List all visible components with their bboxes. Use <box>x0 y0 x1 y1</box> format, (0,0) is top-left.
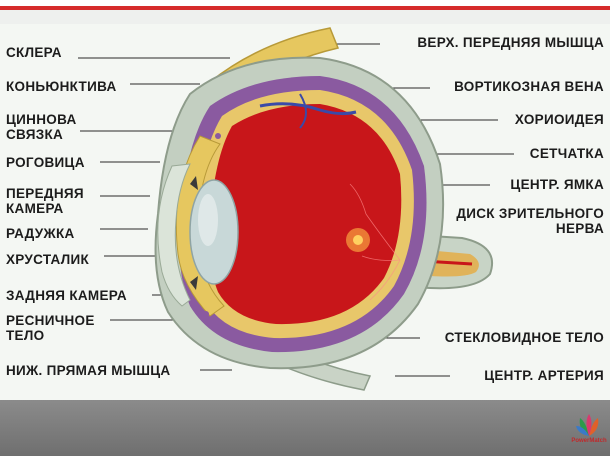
slide-top-strip <box>0 0 610 6</box>
label-conjunctiva: КОНЬЮНКТИВА <box>6 79 117 94</box>
label-sclera: СКЛЕРА <box>6 45 62 60</box>
label-optic-disc-2: НЕРВА <box>555 221 604 236</box>
label-ciliary-1: РЕСНИЧНОЕ <box>6 313 95 328</box>
label-zinn-2: СВЯЗКА <box>6 127 64 142</box>
cornea <box>157 163 191 307</box>
leader-lines-left <box>78 57 232 371</box>
label-anterior-chamber-2: КАМЕРА <box>6 201 64 216</box>
ciliary-body-dot <box>203 311 209 317</box>
eye-cross-section-illustration <box>78 27 514 391</box>
lens-highlight <box>198 194 218 246</box>
slide-footer-band <box>0 400 610 456</box>
label-cornea: РОГОВИЦА <box>6 155 85 170</box>
label-superior-rectus: ВЕРХ. ПЕРЕДНЯЯ МЫШЦА <box>417 35 604 50</box>
label-lens: ХРУСТАЛИК <box>6 252 90 267</box>
label-retina: СЕТЧАТКА <box>529 146 604 161</box>
slide-header-band <box>0 10 610 24</box>
label-choroid: ХОРИОИДЕЯ <box>514 112 604 127</box>
label-central-artery: ЦЕНТР. АРТЕРИЯ <box>484 368 604 383</box>
eye-anatomy-diagram: СКЛЕРА КОНЬЮНКТИВА ЦИННОВА СВЯЗКА РОГОВИ… <box>0 24 610 400</box>
label-zinn-1: ЦИННОВА <box>6 112 77 127</box>
retinal-vessels <box>349 183 401 301</box>
label-vitreous: СТЕКЛОВИДНОЕ ТЕЛО <box>444 330 604 345</box>
label-optic-disc-1: ДИСК ЗРИТЕЛЬНОГО <box>456 206 604 221</box>
slide-accent-bar <box>0 6 610 10</box>
label-vorticose-vein: ВОРТИКОЗНАЯ ВЕНА <box>454 79 604 94</box>
label-ciliary-2: ТЕЛО <box>6 328 45 343</box>
vorticose-vein-branch <box>299 93 307 129</box>
label-fovea: ЦЕНТР. ЯМКА <box>510 177 604 192</box>
powermatch-logo-icon <box>576 414 599 436</box>
ciliary-zonule-dot <box>215 133 221 139</box>
label-posterior-chamber: ЗАДНЯЯ КАМЕРА <box>6 288 127 303</box>
label-anterior-chamber-1: ПЕРЕДНЯЯ <box>6 186 84 201</box>
fovea-center <box>353 235 363 245</box>
label-iris: РАДУЖКА <box>6 226 75 241</box>
vorticose-vein <box>259 102 357 116</box>
label-inferior-rectus: НИЖ. ПРЯМАЯ МЫШЦА <box>6 363 171 378</box>
iris <box>190 176 198 290</box>
logo-label: PowerMatch <box>571 438 607 444</box>
vitreous-body <box>209 104 402 325</box>
